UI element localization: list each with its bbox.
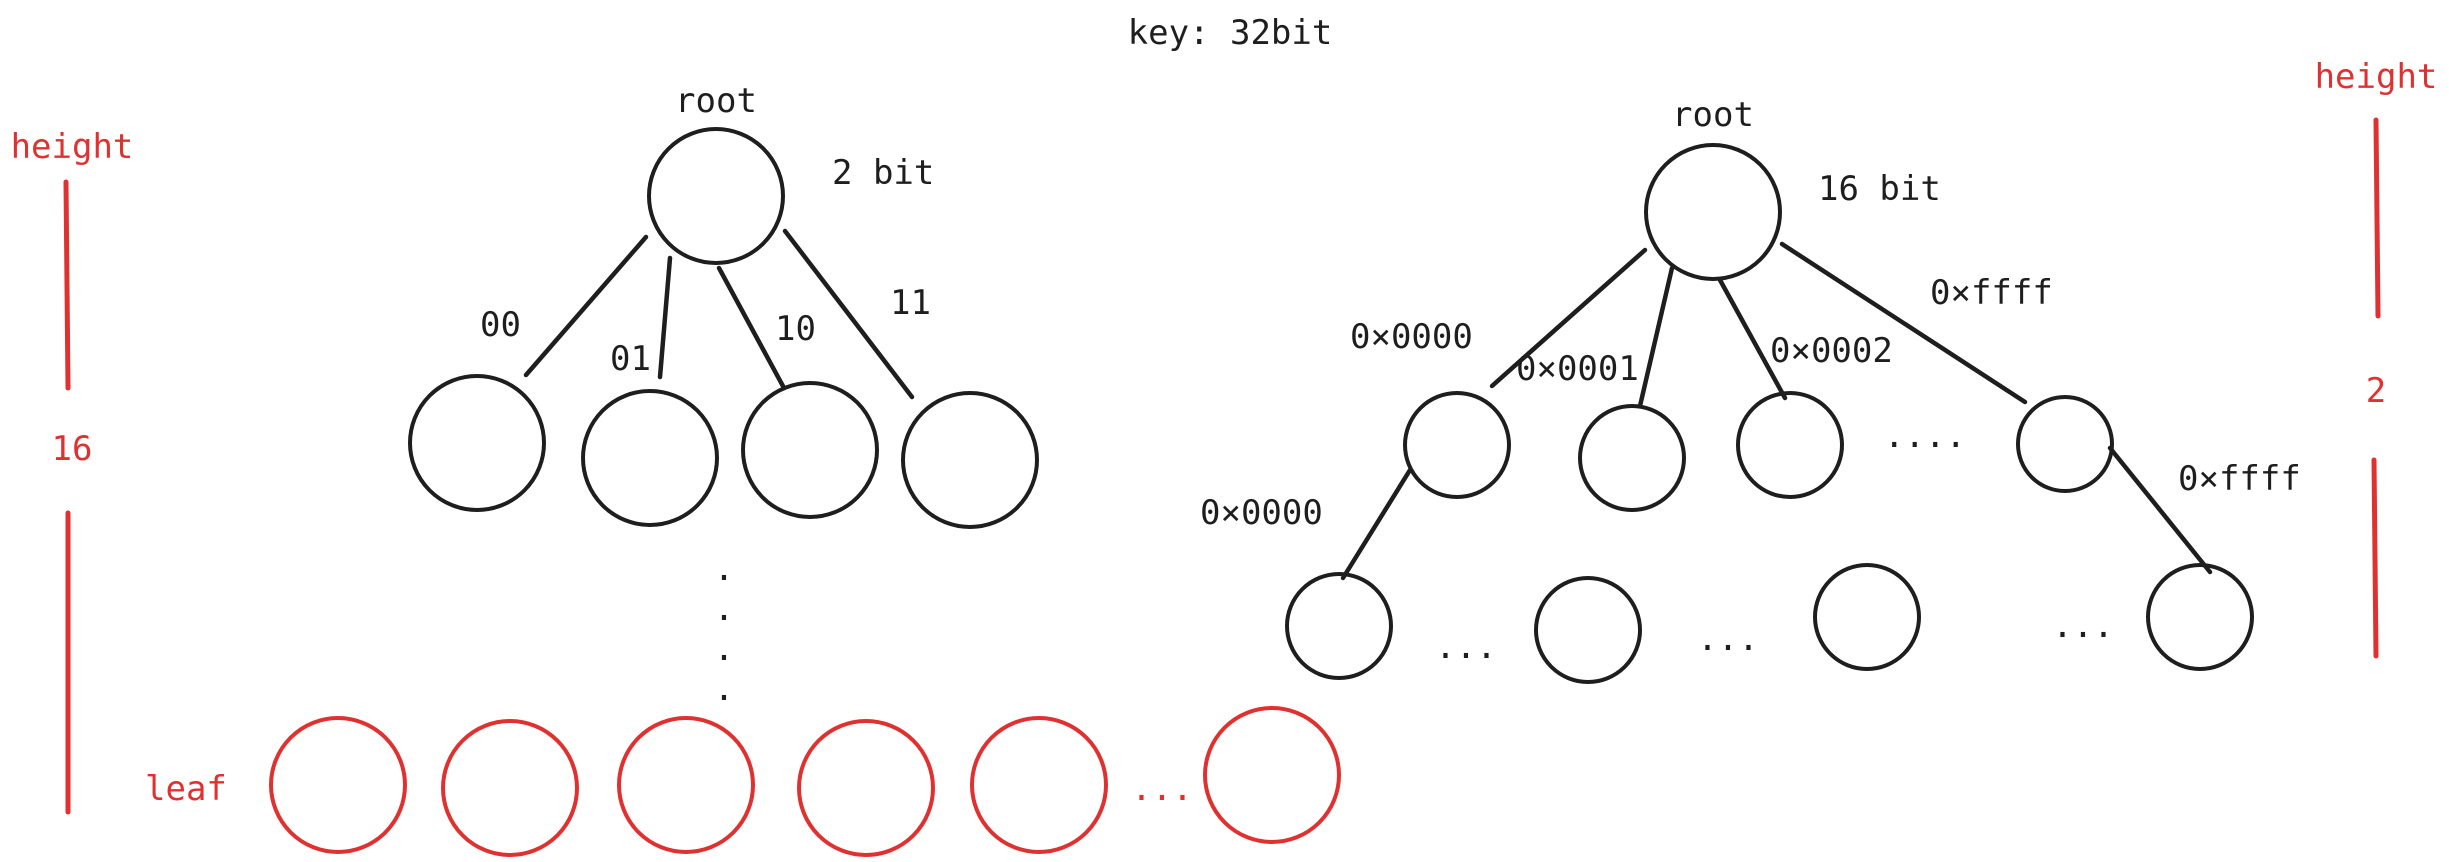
left-edge-label-10: 10	[775, 309, 816, 349]
right-edge-0x0001	[1637, 265, 1675, 409]
leaf-node	[269, 716, 407, 854]
left-continuation-dot: .	[714, 629, 734, 669]
leaf-label: leaf	[145, 769, 227, 809]
right-level1-node	[2016, 395, 2114, 493]
diagram-title: key: 32bit	[1128, 13, 1333, 53]
left-root-label: root	[675, 81, 757, 121]
left-root-node	[647, 127, 785, 265]
left-child-node	[581, 389, 719, 527]
left-bits-label: 2 bit	[832, 153, 934, 193]
right-edge-label-0x0002: 0×0002	[1770, 331, 1893, 371]
right-level2-ellipsis: ...	[1697, 619, 1758, 659]
right-level2-node	[2146, 563, 2254, 671]
right-child-edge-label-0xffff: 0×ffff	[2178, 459, 2301, 499]
leaf-node	[797, 719, 935, 857]
leaf-node	[441, 719, 579, 857]
left-edge-label-01: 01	[610, 339, 651, 379]
right-level1-node	[1403, 391, 1511, 499]
right-level1-node	[1736, 391, 1844, 499]
left-child-node	[901, 391, 1039, 529]
left-continuation-dot: .	[714, 589, 734, 629]
right-level1-node	[1578, 404, 1686, 512]
left-height-value: 16	[52, 429, 93, 469]
right-height-label: height	[2315, 57, 2438, 97]
left-height-bar-top	[63, 179, 71, 391]
left-edge-01	[657, 255, 673, 380]
right-tree: root 16 bit 0×0000 0×0001 0×0002 0×ffff …	[1200, 57, 2438, 684]
right-height-bar-top	[2373, 117, 2381, 319]
right-level2-ellipsis: ...	[2052, 606, 2113, 646]
right-child-edge-label-0x0000: 0×0000	[1200, 493, 1323, 533]
leaf-ellipsis: ...	[1131, 769, 1192, 809]
right-edge-0x0002	[1717, 277, 1788, 401]
left-child-node	[741, 381, 879, 519]
right-edge-0x0000	[1489, 247, 1648, 389]
right-height-bar-bottom	[2371, 457, 2379, 659]
left-edge-label-11: 11	[890, 283, 931, 323]
right-level1-ellipsis: ....	[1884, 416, 1966, 456]
right-root-node	[1644, 143, 1782, 281]
right-child-edge-0xffff	[2107, 445, 2213, 575]
left-edge-10	[716, 265, 787, 391]
right-edge-0xffff	[1779, 241, 2028, 405]
leaf-node	[1203, 706, 1341, 844]
right-level2-node	[1534, 576, 1642, 684]
right-level2-node	[1285, 572, 1393, 680]
right-edge-label-0xffff: 0×ffff	[1930, 273, 2053, 313]
leaf-node	[970, 716, 1108, 854]
left-child-node	[408, 374, 546, 512]
left-edge-label-00: 00	[480, 305, 521, 345]
left-continuation-dot: .	[714, 549, 734, 589]
left-continuation-dot: .	[714, 669, 734, 709]
right-child-edge-0x0000	[1340, 467, 1413, 581]
right-edge-label-0x0000: 0×0000	[1350, 317, 1473, 357]
left-tree: root 2 bit 00 01 10 11 . . . . leaf ... …	[11, 81, 1341, 857]
left-height-label: height	[11, 127, 134, 167]
left-edge-00	[523, 234, 649, 378]
right-bits-label: 16 bit	[1818, 169, 1941, 209]
left-edge-11	[782, 228, 915, 400]
right-level2-ellipsis: ...	[1435, 627, 1496, 667]
right-height-value: 2	[2366, 371, 2386, 411]
leaf-node	[617, 716, 755, 854]
right-root-label: root	[1672, 95, 1754, 135]
right-level2-node	[1813, 563, 1921, 671]
right-edge-label-0x0001: 0×0001	[1516, 349, 1639, 389]
